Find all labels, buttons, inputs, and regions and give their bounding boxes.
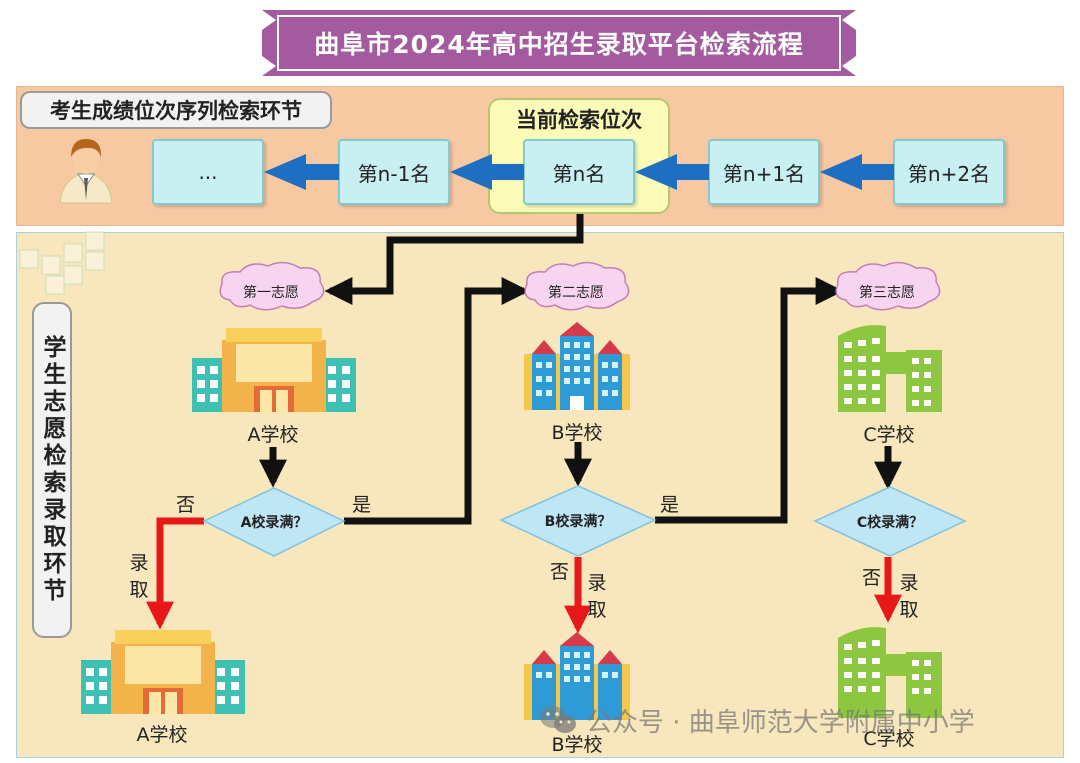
rank-section-label: 考生成绩位次序列检索环节 (20, 91, 332, 129)
page-title: 曲阜市2024年高中招生录取平台检索流程 (314, 30, 804, 59)
no-label-c: 否 (862, 567, 882, 589)
volunteer-section-label: 学生志愿检索录取环节 (32, 302, 72, 638)
choice-3-label: 第三志愿 (859, 285, 915, 301)
admit-char-1: 录 (899, 572, 919, 594)
connector-a-yes (344, 277, 530, 525)
decision-b (499, 485, 657, 557)
current-rank-label: 当前检索位次 (516, 108, 642, 132)
watermark: 公众号 · 曲阜师范大学附属中小学 (538, 700, 975, 740)
admit-label-a: 录 取 (128, 550, 150, 604)
rank-box-ellipsis: ... (152, 139, 264, 205)
cloud-choice-3 (835, 261, 941, 311)
cloud-choice-1 (219, 261, 325, 311)
admit-char-2: 取 (899, 599, 919, 621)
wechat-icon (540, 706, 576, 733)
no-label-b: 否 (550, 561, 570, 583)
rank-arrow-1 (264, 154, 339, 190)
yes-label-b: 是 (660, 494, 680, 516)
decision-c-text: C校录满？ (856, 515, 924, 531)
choice-2-label: 第二志愿 (548, 285, 604, 301)
school-b-admitted-label: B学校 (551, 734, 603, 756)
school-c-icon (838, 325, 942, 412)
school-a-admitted-icon (81, 630, 245, 714)
admit-char-2: 取 (129, 579, 149, 601)
cloud-choice-2 (524, 261, 630, 311)
school-c-label: C学校 (863, 424, 915, 446)
rank-box-n: 第n名 (523, 139, 635, 205)
school-b-label: B学校 (551, 422, 603, 444)
admit-char-1: 录 (587, 572, 607, 594)
decision-c (813, 486, 967, 557)
watermark-text: 公众号 · 曲阜师范大学附属中小学 (586, 707, 975, 738)
school-b-icon (524, 322, 630, 410)
title-banner (262, 10, 856, 76)
admit-char-2: 取 (587, 599, 607, 621)
connector-b-yes (655, 277, 844, 524)
rank-arrow-4 (820, 154, 894, 190)
decision-b-text: B校录满？ (544, 514, 612, 530)
admit-arrow-a (146, 517, 204, 630)
yes-label-a: 是 (352, 494, 372, 516)
school-a-icon (192, 328, 356, 412)
no-label-a: 否 (176, 494, 196, 516)
school-b-admitted-icon (524, 632, 630, 720)
choice-1-label: 第一志愿 (243, 285, 299, 301)
admit-label-b: 录 取 (586, 570, 608, 624)
school-a-admitted-label: A学校 (136, 724, 188, 746)
rank-box-n-plus-1: 第n+1名 (708, 139, 820, 205)
decision-a-text: A校录满？ (240, 515, 308, 531)
connector-rank-to-first (324, 214, 584, 305)
school-c-admitted-label: C学校 (863, 728, 915, 750)
admit-label-c: 录 取 (898, 570, 920, 624)
student-avatar-icon (59, 139, 113, 204)
rank-arrow-2 (450, 154, 524, 190)
school-a-label: A学校 (247, 424, 299, 446)
rank-arrow-3 (635, 154, 709, 190)
school-c-admitted-icon (838, 627, 942, 718)
rank-box-n-minus-1: 第n-1名 (338, 139, 450, 205)
admit-char-1: 录 (129, 552, 149, 574)
decision-a (202, 487, 346, 557)
